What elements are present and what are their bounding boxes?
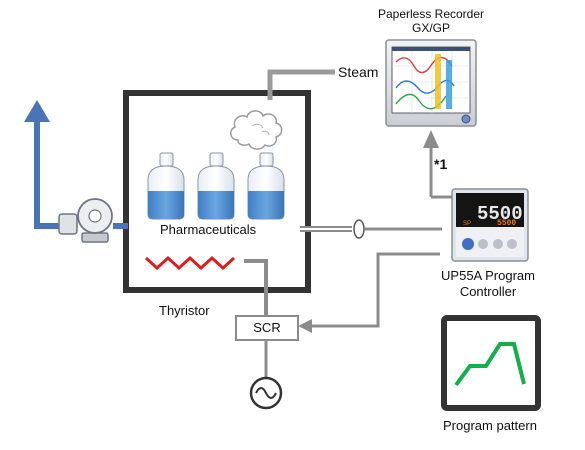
steam-pipe [267,69,335,100]
recorder-label-line2: GX/GP [411,21,450,35]
pharmaceutical-bottle [147,152,185,220]
pipe-arrow [24,100,50,122]
heater-coil-icon [144,255,236,271]
scr-box [235,315,299,341]
steam-label: Steam [338,64,379,80]
program-pattern-box [441,315,541,411]
control-arrow [298,319,312,333]
footnote-marker: *1 [434,156,448,172]
ac-sine-source-icon [249,376,283,410]
pharmaceutical-bottle [197,152,235,220]
pump-icon [58,198,113,243]
recorder-link-arrow [423,130,439,148]
paperless-recorder [385,39,477,127]
steam-cloud-icon [230,110,283,150]
temperature-probe-icon [300,219,365,239]
controller-sp-display: 5500 [497,219,516,228]
up55a-controller [451,188,529,262]
controller-sp-label: SP [463,221,471,227]
scr-label: SCR [253,320,281,335]
recorder-label-line1: Paperless Recorder [377,7,485,21]
controller-label: UP55A Program Controller [433,268,543,300]
heater-wire [244,259,268,318]
program-pattern-line [454,342,526,387]
controller-label-line2: Controller [459,284,517,299]
program-pattern-label: Program pattern [443,418,537,433]
pharmaceuticals-label: Pharmaceuticals [160,222,257,237]
process-chamber [123,90,311,293]
controller-label-line1: UP55A Program [441,268,535,283]
thyristor-label: Thyristor [159,303,210,318]
controller-pv-display: 5500 [477,203,523,225]
recorder-label: Paperless Recorder GX/GP [360,7,502,35]
pharmaceutical-bottle [247,152,285,220]
control-signal-line [310,252,440,328]
